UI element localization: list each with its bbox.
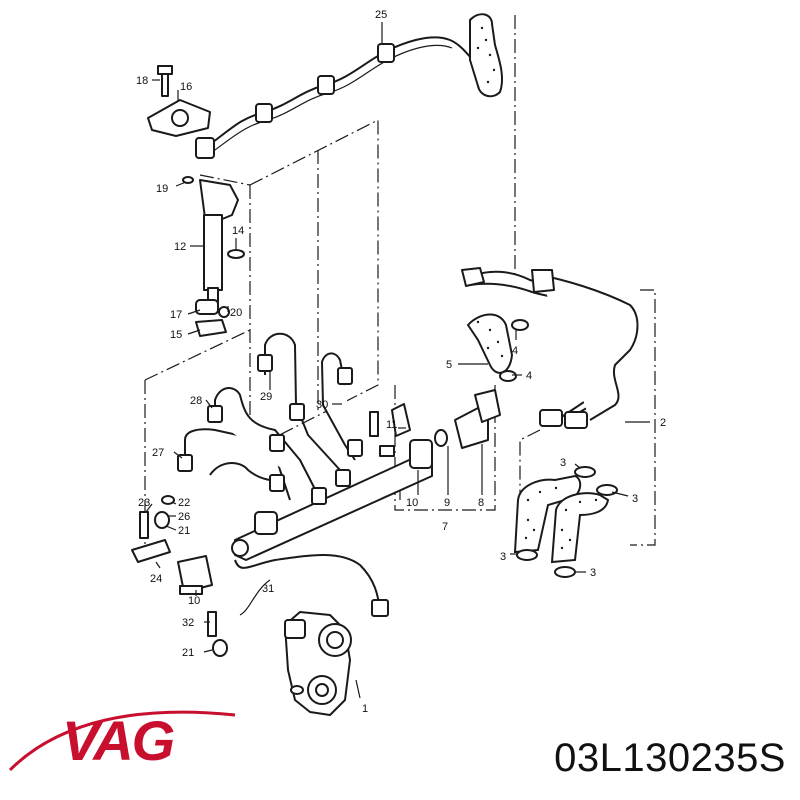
- high-pressure-pump: [284, 611, 352, 716]
- callout-2: 2: [660, 417, 666, 429]
- callout-8: 8: [478, 497, 484, 509]
- callout-labels: 25 18 16 19 12 14 17 20 15 5 4 4 2 29 28…: [136, 9, 666, 715]
- part-number: 03L130235S: [554, 736, 786, 780]
- callout-4-lower: 4: [526, 370, 532, 382]
- brand-logo: VAG: [8, 709, 236, 772]
- callout-22: 22: [178, 497, 190, 509]
- callout-29: 29: [260, 391, 272, 403]
- callout-28: 28: [190, 395, 202, 407]
- callout-16: 16: [180, 81, 192, 93]
- callout-26: 26: [178, 511, 190, 523]
- callout-24: 24: [150, 573, 162, 585]
- callout-27: 27: [152, 447, 164, 459]
- fuel-return-line: [195, 13, 504, 159]
- callout-21-lower: 21: [182, 647, 194, 659]
- callout-7: 7: [442, 521, 448, 533]
- callout-17: 17: [170, 309, 182, 321]
- coolant-pipes: [461, 267, 639, 429]
- callout-21-upper: 21: [178, 525, 190, 537]
- coolant-hoses: [466, 313, 618, 578]
- high-pressure-line: [234, 554, 389, 617]
- callout-3-a: 3: [560, 457, 566, 469]
- callout-1: 1: [362, 703, 368, 715]
- callout-20: 20: [230, 307, 242, 319]
- callout-18: 18: [136, 75, 148, 87]
- fuel-rail: [231, 389, 501, 561]
- bracket-and-sensor: [131, 495, 228, 657]
- injector: [147, 65, 245, 337]
- callout-32: 32: [182, 617, 194, 629]
- callout-3-c: 3: [500, 551, 506, 563]
- callout-9: 9: [444, 497, 450, 509]
- callout-31: 31: [262, 583, 274, 595]
- callout-12: 12: [174, 241, 186, 253]
- callout-11: 11: [386, 419, 397, 431]
- callout-25: 25: [375, 9, 387, 21]
- callout-4-upper: 4: [512, 345, 518, 357]
- callout-5: 5: [446, 359, 452, 371]
- injector-lines: [177, 332, 363, 505]
- assembly-outline: [144, 15, 656, 546]
- callout-30: 30: [316, 399, 328, 411]
- callout-23: 23: [138, 497, 150, 509]
- callout-3-d: 3: [590, 567, 596, 579]
- callout-19: 19: [156, 183, 168, 195]
- callout-14: 14: [232, 225, 244, 237]
- callout-10-sensor: 10: [188, 595, 200, 607]
- callout-15: 15: [170, 329, 182, 341]
- brand-logo-text: VAG: [62, 709, 174, 772]
- callout-10-rail: 10: [406, 497, 418, 509]
- leader-lines: [145, 22, 650, 699]
- callout-3-b: 3: [632, 493, 638, 505]
